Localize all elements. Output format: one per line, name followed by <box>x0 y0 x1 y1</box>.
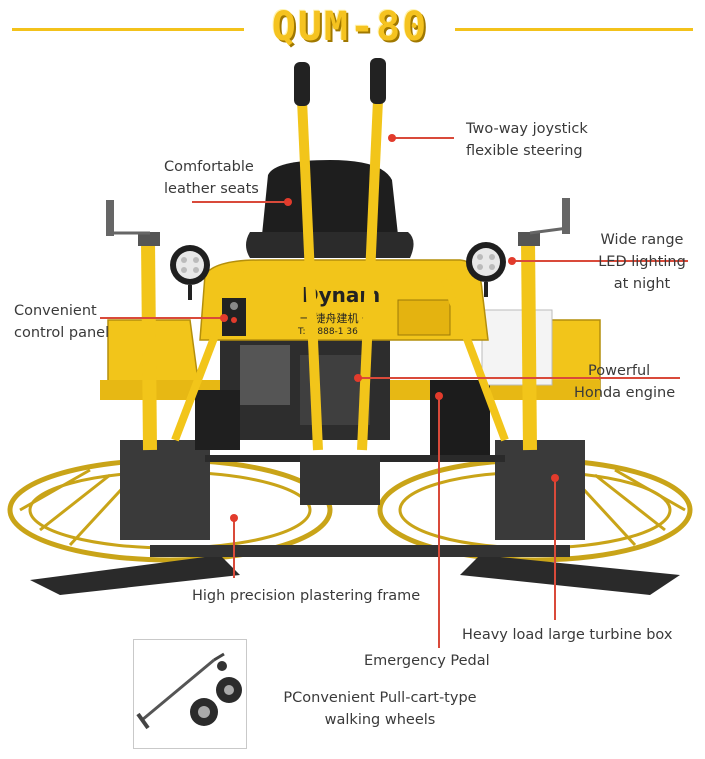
label-wheels: PConvenient Pull-cart-type walking wheel… <box>270 687 490 731</box>
label-engine-line2: Honda engine <box>574 385 676 401</box>
left-panel-box <box>195 390 240 450</box>
label-turbine: Heavy load large turbine box <box>462 627 673 643</box>
marker-led <box>508 257 516 265</box>
label-joystick-line2: flexible steering <box>466 143 583 159</box>
seat-back <box>262 160 398 235</box>
right-blades <box>460 555 680 595</box>
label-seats-line2: leather seats <box>164 181 259 197</box>
marker-pedal <box>435 392 443 400</box>
label-engine: Powerful Honda engine <box>574 360 675 404</box>
led-light-right <box>466 242 506 297</box>
gearbox-left <box>120 440 210 540</box>
leader-engine <box>358 377 680 379</box>
tank-right <box>481 309 553 386</box>
brand-cn-text: 一 捷舟建机 一 <box>300 311 373 325</box>
marker-control <box>220 314 228 322</box>
page-title: QUM-80 <box>271 4 429 50</box>
marker-frame <box>230 514 238 522</box>
leader-control <box>100 317 224 319</box>
marker-joystick <box>388 134 396 142</box>
title-rule-left <box>12 28 244 31</box>
leader-seats <box>192 201 288 203</box>
label-control-line2: control panel <box>14 325 110 341</box>
joystick-right <box>357 58 386 451</box>
label-joystick-line1: Two-way joystick <box>466 121 588 137</box>
label-pedal: Emergency Pedal <box>364 653 490 669</box>
label-led-line3: at night <box>613 276 671 292</box>
leader-joystick <box>392 137 454 139</box>
seat-cushion <box>246 232 414 258</box>
left-blades <box>30 555 240 595</box>
base-rail <box>150 545 570 557</box>
marker-turbine <box>551 474 559 482</box>
label-frame: High precision plastering frame <box>192 588 421 604</box>
label-engine-line1: Powerful <box>588 363 651 379</box>
wheels-inset <box>133 639 247 749</box>
label-wheels-line2: walking wheels <box>324 712 436 728</box>
leader-frame <box>233 518 235 578</box>
label-control: Convenient control panel <box>14 300 109 344</box>
leader-pedal <box>438 396 440 648</box>
phone-text: T: 0-888-1 36 <box>297 327 358 337</box>
label-control-line1: Convenient <box>14 303 97 319</box>
label-joystick: Two-way joystick flexible steering <box>466 118 588 162</box>
label-seats-line1: Comfortable <box>164 159 254 175</box>
right-post <box>521 239 537 451</box>
left-post <box>141 239 157 451</box>
gearbox-right <box>495 440 585 540</box>
title-rule-right <box>455 28 693 31</box>
leader-turbine <box>554 478 556 620</box>
pull-cart-wheels-icon <box>136 652 242 730</box>
label-seats: Comfortable leather seats <box>164 156 259 200</box>
leader-led <box>512 260 688 262</box>
joystick-left <box>294 62 323 451</box>
marker-engine <box>354 374 362 382</box>
led-light-left <box>170 245 210 300</box>
label-led-line1: Wide range <box>600 232 684 248</box>
label-led-line2: LED lighting <box>598 254 686 270</box>
label-wheels-line1: PConvenient Pull-cart-type <box>283 690 477 706</box>
title-bar: QUM-80 <box>0 0 705 60</box>
label-led: Wide range LED lighting at night <box>592 229 692 295</box>
marker-seats <box>284 198 292 206</box>
